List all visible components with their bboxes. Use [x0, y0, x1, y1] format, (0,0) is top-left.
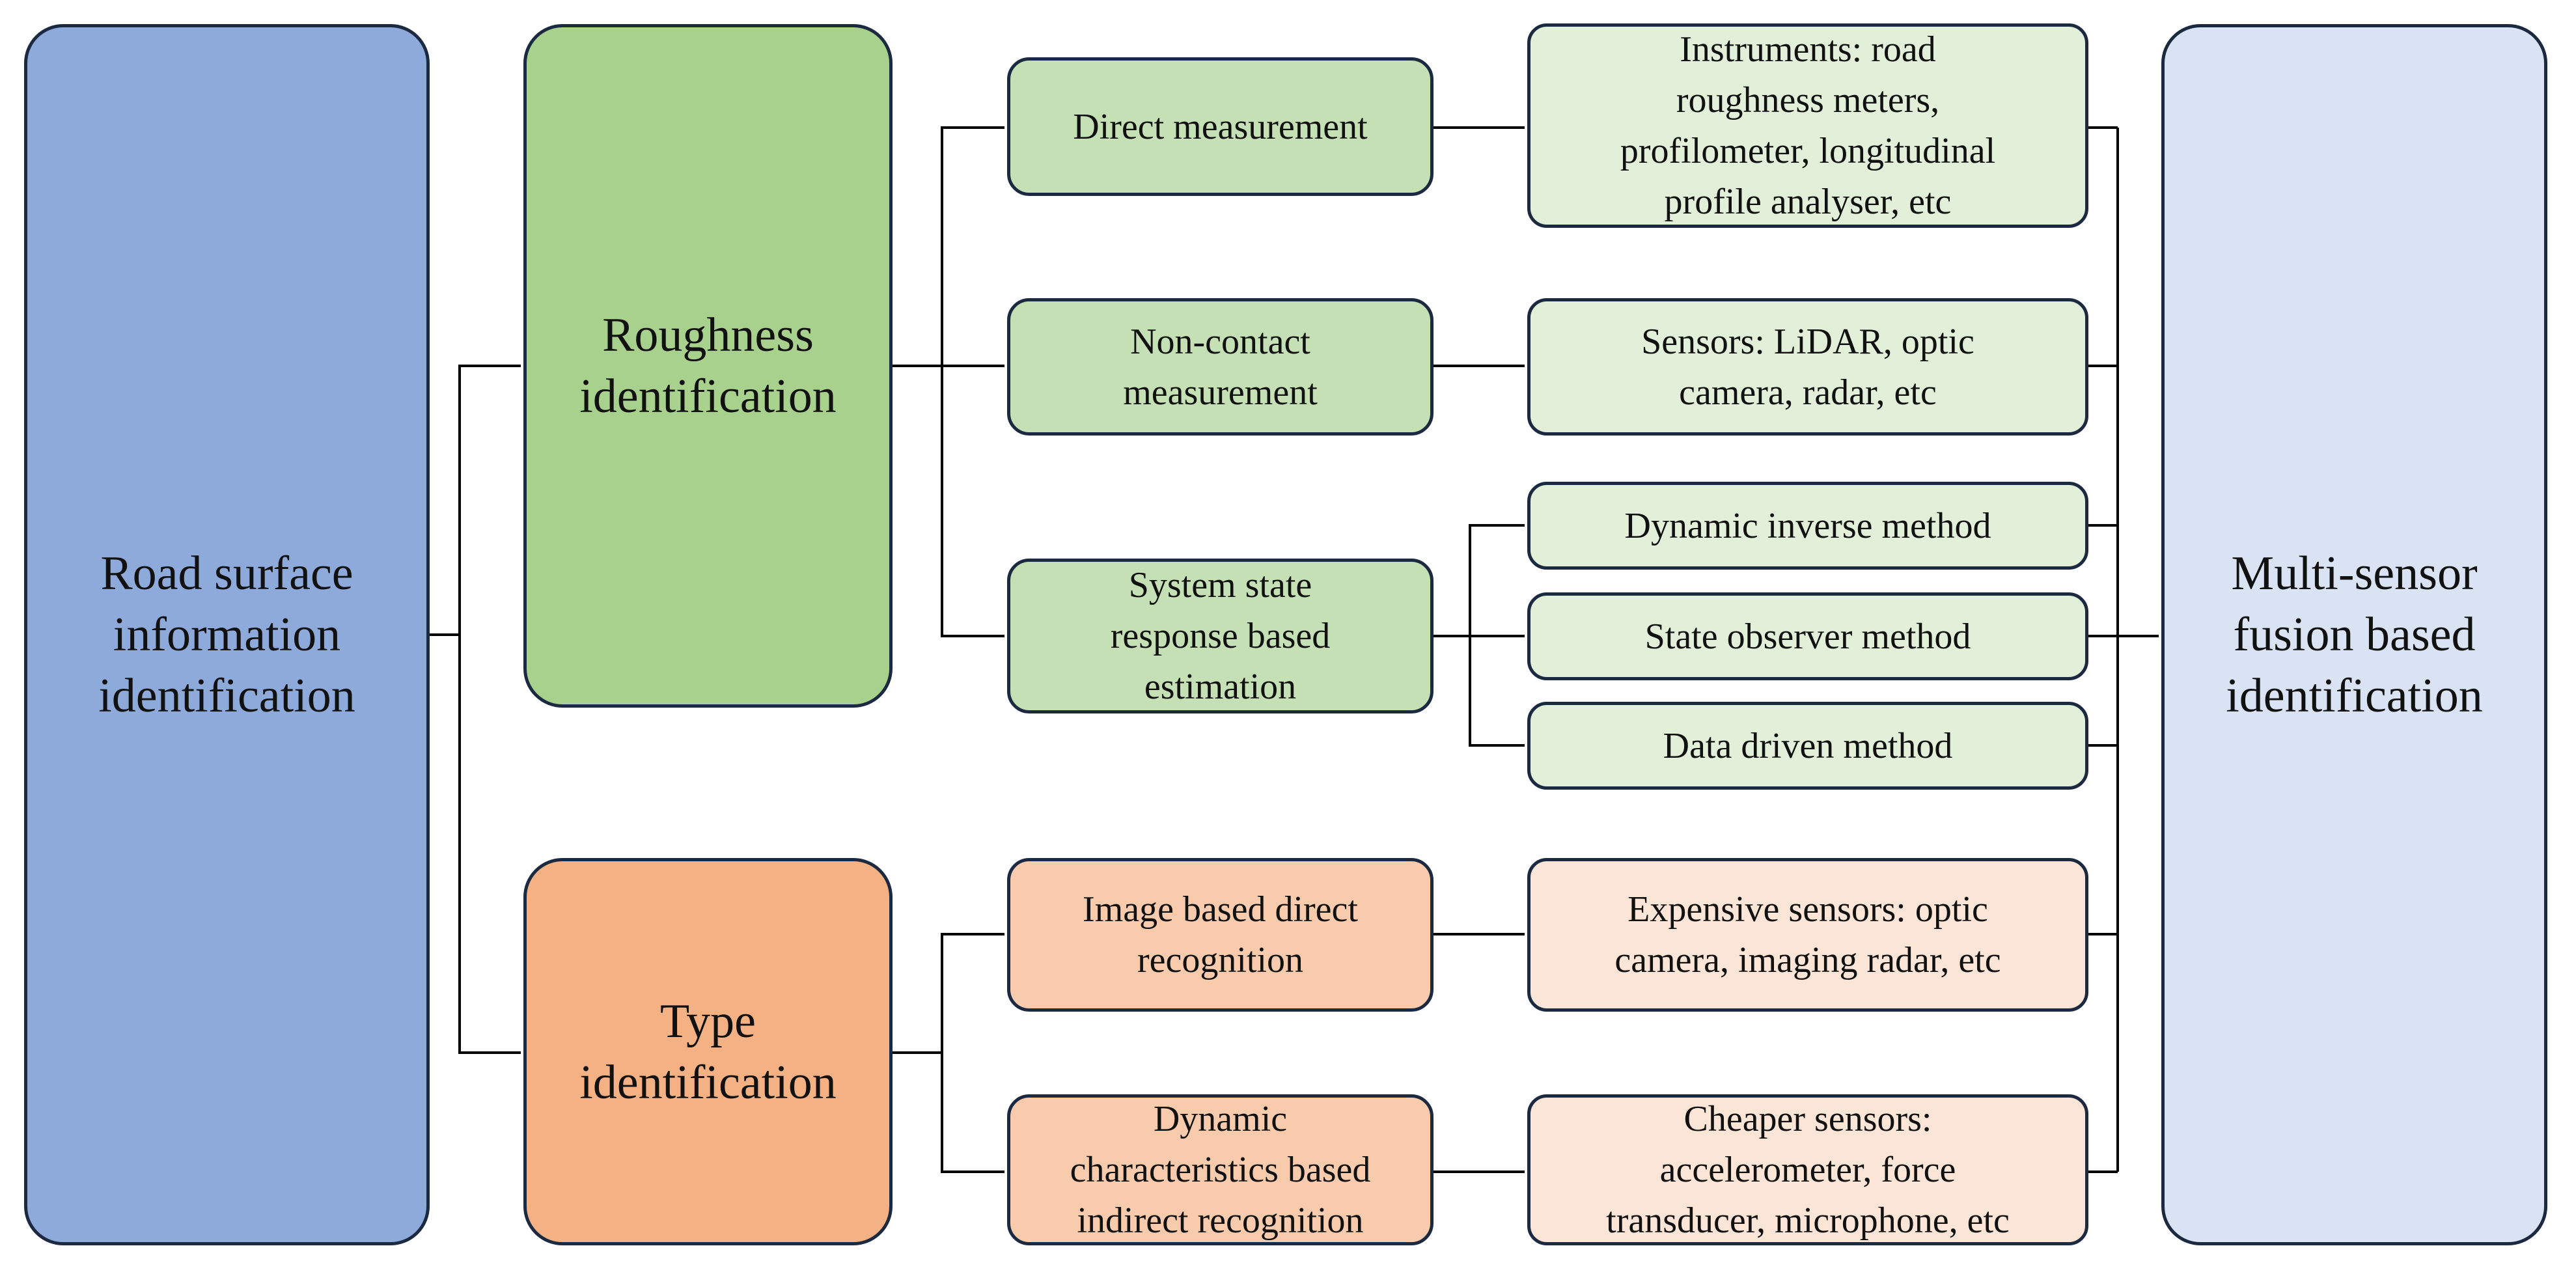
cheaper-sensors-label: Cheaper sensors: accelerometer, force tr… [1606, 1099, 2010, 1241]
data-driven-node: Data driven method [1527, 702, 2088, 790]
sensors-label: Sensors: LiDAR, optic camera, radar, etc [1641, 321, 1974, 413]
edge-roughness-system-state [941, 366, 1004, 637]
noncontact-measurement-label: Non-contact measurement [1123, 321, 1318, 413]
type-node-label: Type identification [579, 994, 837, 1109]
roughness-node-label: Roughness identification [579, 309, 837, 423]
edge-system-data-driven [1469, 636, 1525, 747]
type-node: Type identification [523, 858, 893, 1245]
dynamic-characteristics-node: Dynamic characteristics based indirect r… [1007, 1094, 1433, 1245]
direct-measurement-node: Direct measurement [1007, 57, 1433, 196]
state-observer-node: State observer method [1527, 592, 2088, 680]
edge-root-roughness [458, 365, 521, 635]
dynamic-inverse-node: Dynamic inverse method [1527, 482, 2088, 570]
root-node: Road surface information identification [24, 24, 430, 1245]
expensive-sensors-label: Expensive sensors: optic camera, imaging… [1614, 889, 2001, 980]
edge-root-type [458, 635, 521, 1054]
roughness-node: Roughness identification [523, 24, 893, 708]
edge-system-dynamic-inverse [1469, 524, 1525, 636]
direct-measurement-label: Direct measurement [1073, 106, 1368, 147]
image-based-node: Image based direct recognition [1007, 858, 1433, 1012]
instruments-node: Instruments: road roughness meters, prof… [1527, 23, 2088, 228]
data-driven-label: Data driven method [1663, 725, 1953, 766]
sensors-node: Sensors: LiDAR, optic camera, radar, etc [1527, 298, 2088, 436]
state-observer-label: State observer method [1644, 616, 1971, 657]
instruments-label: Instruments: road roughness meters, prof… [1620, 29, 1996, 222]
root-node-label: Road surface information identification [98, 547, 355, 723]
fusion-node-label: Multi-sensor fusion based identification [2226, 547, 2483, 723]
edge-roughness-direct [941, 126, 1004, 366]
system-state-node: System state response based estimation [1007, 559, 1433, 713]
edge-type-dynamic [941, 1053, 1004, 1173]
expensive-sensors-node: Expensive sensors: optic camera, imaging… [1527, 858, 2088, 1012]
dynamic-characteristics-label: Dynamic characteristics based indirect r… [1070, 1099, 1371, 1241]
edge-type-image [941, 933, 1004, 1053]
noncontact-measurement-node: Non-contact measurement [1007, 298, 1433, 436]
cheaper-sensors-node: Cheaper sensors: accelerometer, force tr… [1527, 1094, 2088, 1245]
system-state-label: System state response based estimation [1110, 565, 1331, 707]
dynamic-inverse-label: Dynamic inverse method [1624, 505, 1991, 546]
fusion-node: Multi-sensor fusion based identification [2161, 24, 2547, 1245]
image-based-label: Image based direct recognition [1083, 889, 1358, 980]
